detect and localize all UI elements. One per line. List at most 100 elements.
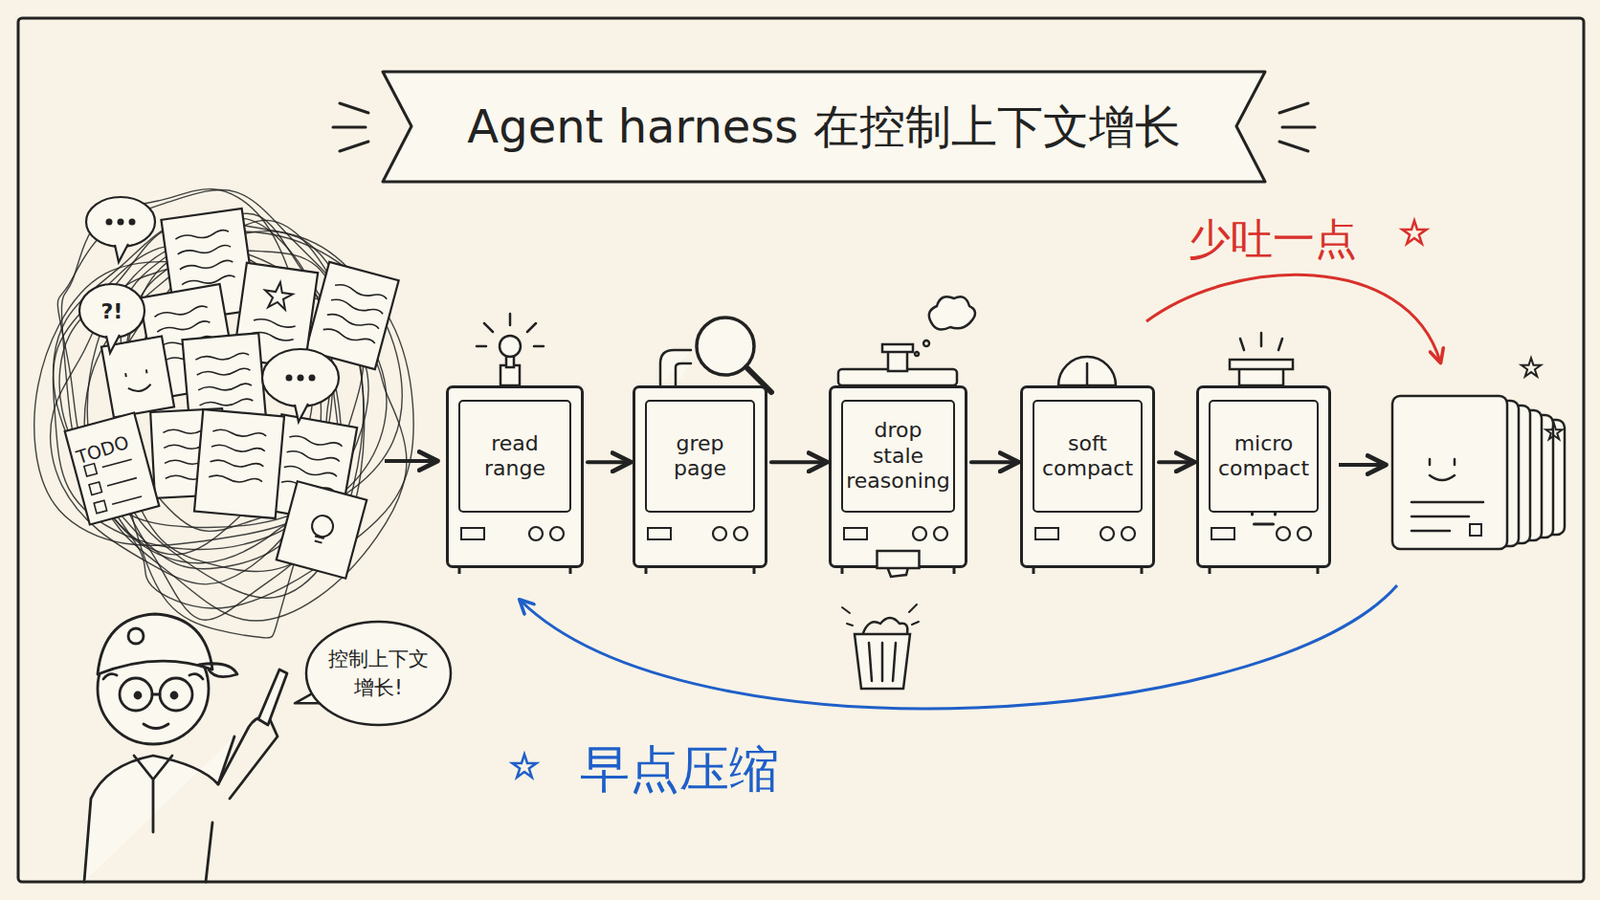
scribble-pile <box>34 189 414 639</box>
control-knob <box>933 527 948 541</box>
card-face <box>1411 459 1484 532</box>
ellipsis-dot <box>117 219 125 226</box>
machine-label: read range <box>464 431 566 483</box>
thought-bubble <box>86 197 156 263</box>
collar <box>133 755 173 833</box>
machine-screen: soft compact <box>1032 400 1143 513</box>
control-knob <box>529 527 543 541</box>
speech-text: 控制上下文 增长! <box>322 644 436 704</box>
process-machine: micro compact <box>1196 385 1332 569</box>
control-slot <box>1035 528 1059 540</box>
process-machine: read range <box>445 385 584 569</box>
cap <box>97 614 238 678</box>
raised-arm <box>218 717 278 800</box>
sheet-line <box>322 327 376 346</box>
machine-label: micro compact <box>1214 431 1313 483</box>
bubble-outline <box>86 197 156 247</box>
lamp-rays <box>476 313 544 347</box>
annotation-blue: 早点压缩 <box>579 736 779 804</box>
bubble-tail <box>106 334 120 354</box>
banner-dash <box>333 126 366 130</box>
todo-line <box>111 496 142 505</box>
ellipsis-dot <box>297 375 305 382</box>
bubble-shape <box>306 622 451 726</box>
machine-screen: micro compact <box>1208 400 1319 513</box>
machine-controls <box>1196 385 1332 569</box>
banner-dash <box>1282 126 1315 130</box>
control-slot <box>844 528 867 540</box>
sheet-line <box>288 435 343 450</box>
sheet-outline <box>276 481 367 579</box>
machine-label: grep page <box>650 431 750 483</box>
sheet-line <box>209 459 264 469</box>
sheet-line <box>286 449 340 465</box>
scribble-loop <box>57 189 364 528</box>
press-piston <box>888 350 908 372</box>
machine-controls <box>632 385 768 569</box>
dial-needle <box>1086 363 1089 386</box>
sparkle <box>1545 423 1562 440</box>
bubble-tail <box>114 244 129 263</box>
paper-sheet <box>194 409 285 519</box>
sheet-line <box>326 312 379 332</box>
bulb-icon <box>310 513 336 540</box>
smile <box>143 724 169 730</box>
press-cap <box>882 344 913 353</box>
engineer-figure <box>84 614 288 883</box>
banner-dash <box>339 103 369 113</box>
sheet-outline <box>65 413 160 526</box>
lamp-bulb <box>499 335 521 357</box>
machine-feet <box>1209 568 1318 575</box>
output-slot <box>877 551 920 569</box>
sheet-line <box>199 399 253 409</box>
blue-star <box>511 755 536 778</box>
machine-face <box>1252 512 1276 525</box>
machine-screen: read range <box>458 400 572 513</box>
sparkle <box>1521 357 1541 377</box>
sheet-line <box>179 259 234 272</box>
pen <box>258 669 288 726</box>
todo-line <box>107 478 137 487</box>
output-card <box>1392 396 1508 550</box>
press-rays <box>1240 333 1283 351</box>
banner-dash <box>339 141 369 152</box>
process-machine: grep page <box>632 385 768 569</box>
machine-controls <box>445 385 584 569</box>
checkbox <box>88 482 102 495</box>
input-arrow <box>384 459 436 464</box>
bubble-tail <box>294 403 309 423</box>
machine-screen: drop stale reasoning <box>841 400 956 513</box>
sheet-line <box>177 244 231 258</box>
sheet-line <box>154 305 208 320</box>
control-knob <box>1100 527 1114 541</box>
machine-screen: grep page <box>644 400 756 513</box>
process-machine: soft compact <box>1020 385 1156 569</box>
glasses-bridge <box>152 693 160 697</box>
todo-line <box>102 459 133 467</box>
sheet-line <box>330 297 383 316</box>
title-banner <box>382 71 1266 182</box>
glasses-right <box>159 678 193 712</box>
banner-dash <box>1279 141 1309 152</box>
machine-controls <box>1020 385 1156 569</box>
motion-marks <box>842 604 919 626</box>
flow-arrow <box>771 460 825 465</box>
sheet-line <box>212 428 267 439</box>
machine-label: soft compact <box>1038 431 1137 483</box>
bubble-outline <box>79 284 145 338</box>
control-knob <box>550 527 564 541</box>
sheet-line <box>156 320 211 335</box>
checkbox <box>93 500 107 513</box>
thought-bubble <box>79 284 145 354</box>
flow-arrow <box>1158 460 1193 465</box>
paper-sheet <box>276 481 367 579</box>
trash-lines <box>868 643 896 682</box>
control-knob <box>1121 527 1135 541</box>
control-knob <box>1276 527 1290 541</box>
bubble-outline <box>262 349 339 407</box>
press-block <box>1239 368 1284 386</box>
title-text: Agent harness 在控制上下文增长 <box>411 71 1237 182</box>
banner-dash <box>1279 103 1309 113</box>
